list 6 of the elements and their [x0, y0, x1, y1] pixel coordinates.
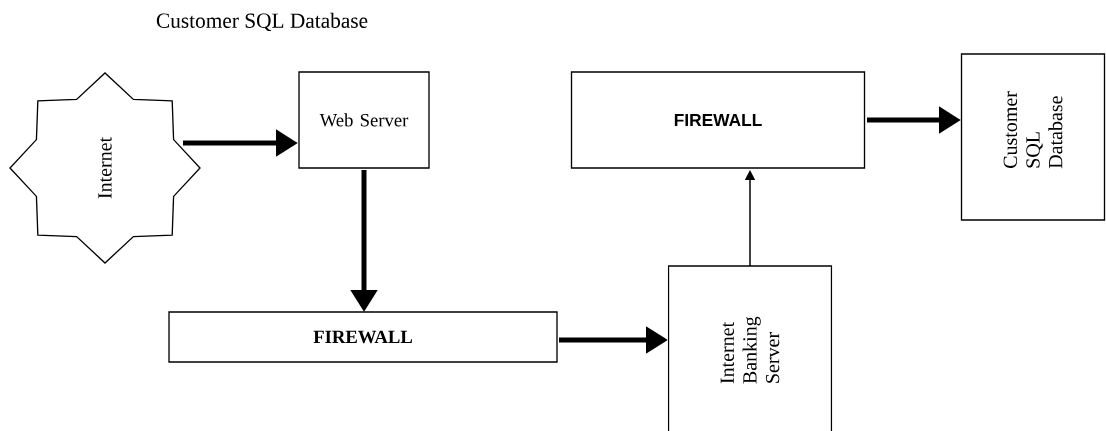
process-box: FIREWALL: [168, 311, 558, 363]
process-box: Customer SQL Database: [960, 53, 1106, 221]
process-box: Internet Banking Server: [667, 265, 833, 431]
process-box: FIREWALL: [570, 71, 866, 169]
process-box: Web Server: [298, 71, 430, 169]
heading: Customer SQL Database: [156, 12, 368, 32]
